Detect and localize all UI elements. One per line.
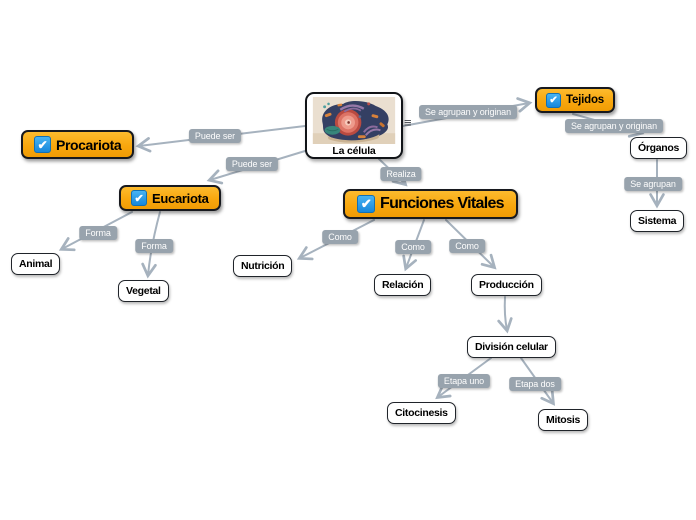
node-funciones-vitales[interactable]: ✔ Funciones Vitales [343, 189, 518, 219]
subtopic-label: Animal [19, 258, 53, 270]
edge-label-realiza[interactable]: Realiza [380, 167, 422, 181]
checkbox-icon[interactable]: ✔ [357, 195, 375, 213]
node-sistema[interactable]: Sistema [630, 210, 685, 232]
edge-label-se-agrupan[interactable]: Se agrupan [624, 177, 682, 191]
node-tejidos[interactable]: ✔ Tejidos [535, 87, 616, 113]
node-relacion[interactable]: Relación [374, 274, 432, 296]
checkbox-icon[interactable]: ✔ [546, 92, 561, 108]
edge-label-se-agrupan-originan-1[interactable]: Se agrupan y originan [419, 105, 517, 119]
edge-label-puede-ser-1[interactable]: Puede ser [188, 129, 242, 143]
node-produccion[interactable]: Producción [471, 274, 542, 296]
checkbox-icon[interactable]: ✔ [34, 136, 51, 153]
topic-label: Funciones Vitales [380, 195, 505, 212]
subtopic-label: Mitosis [546, 414, 581, 426]
node-division-celular[interactable]: División celular [467, 336, 556, 358]
cell-photo [312, 97, 396, 144]
node-animal[interactable]: Animal [11, 253, 61, 275]
edge-label-como-1[interactable]: Como [322, 230, 358, 244]
subtopic-label: Citocinesis [395, 407, 448, 419]
node-citocinesis[interactable]: Citocinesis [387, 402, 456, 424]
subtopic-label: Nutrición [241, 260, 285, 272]
hidden-items-indicator[interactable]: ≡ [404, 115, 412, 130]
edge-label-como-2[interactable]: Como [395, 240, 431, 254]
edge-label-forma-1[interactable]: Forma [79, 226, 117, 240]
edge-label-etapa-dos[interactable]: Etapa dos [509, 377, 561, 391]
topic-label: Tejidos [566, 94, 605, 106]
connector-produccion-division [497, 296, 513, 334]
subtopic-label: Producción [479, 279, 534, 291]
edge-label-se-agrupan-originan-2[interactable]: Se agrupan y originan [565, 119, 663, 133]
node-nutricion[interactable]: Nutrición [233, 255, 293, 277]
subtopic-label: Relación [382, 279, 424, 291]
edge-label-etapa-uno[interactable]: Etapa uno [437, 374, 491, 388]
edge-label-forma-2[interactable]: Forma [135, 239, 173, 253]
node-mitosis[interactable]: Mitosis [538, 409, 589, 431]
topic-label: Eucariota [152, 190, 209, 206]
subtopic-label: Órganos [638, 142, 680, 154]
edge-label-como-3[interactable]: Como [449, 239, 485, 253]
subtopic-label: División celular [475, 341, 548, 353]
root-label: La célula [332, 145, 376, 157]
topic-label: Procariota [56, 136, 122, 153]
subtopic-label: Vegetal [126, 285, 161, 297]
node-procariota[interactable]: ✔ Procariota [21, 130, 135, 159]
edge-label-puede-ser-2[interactable]: Puede ser [225, 157, 279, 171]
node-organos[interactable]: Órganos [630, 137, 688, 159]
node-la-celula[interactable]: La célula [305, 92, 403, 159]
checkbox-icon[interactable]: ✔ [131, 190, 147, 206]
node-eucariota[interactable]: ✔ Eucariota [119, 185, 221, 211]
subtopic-label: Sistema [638, 215, 677, 227]
node-vegetal[interactable]: Vegetal [118, 280, 169, 302]
